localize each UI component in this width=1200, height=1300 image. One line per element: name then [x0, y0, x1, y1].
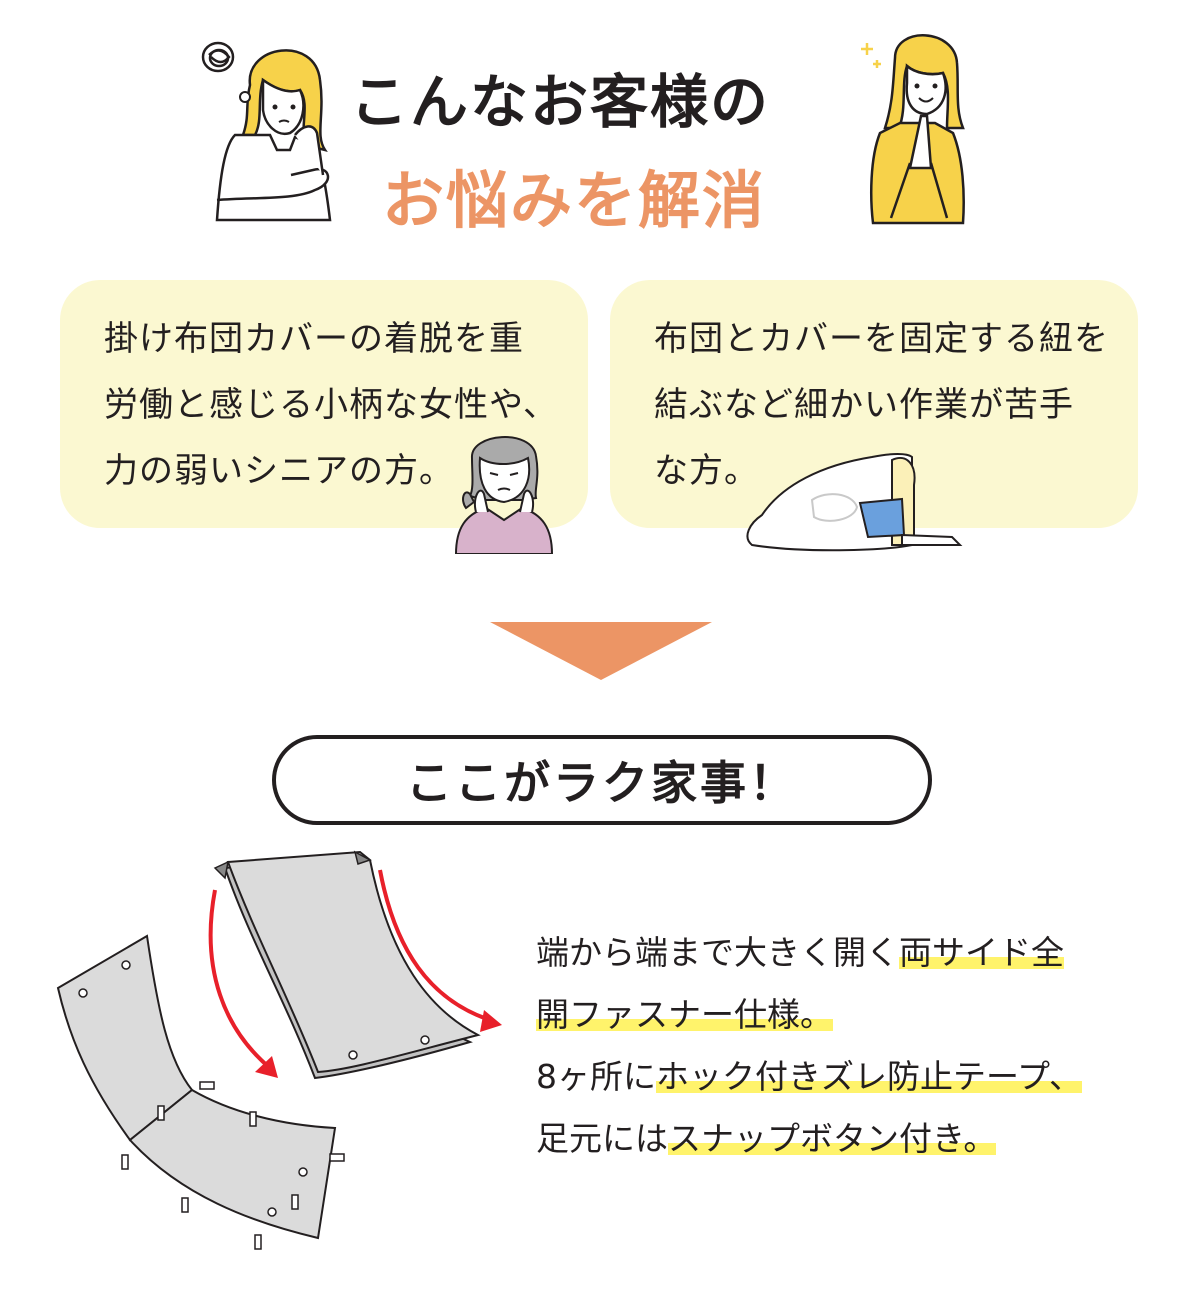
feature-line-4: 足元にはスナップボタン付き。	[536, 1108, 1082, 1170]
feature-description: 端から端まで大きく開く両サイド全 開ファスナー仕様。 8ヶ所にホック付きズレ防止…	[536, 922, 1083, 1170]
feature-text-plain: 8ヶ所に	[536, 1057, 656, 1096]
feature-text-plain: 端から端まで大きく開く	[536, 933, 899, 972]
struggling-person-icon	[742, 445, 967, 555]
card-line: 掛け布団カバーの着脱を重	[104, 319, 524, 359]
feature-text-plain: 足元には	[536, 1119, 668, 1158]
feature-line-1: 端から端まで大きく開く両サイド全	[536, 922, 1082, 984]
feature-highlight: スナップボタン付き。	[668, 1119, 997, 1158]
down-arrow-icon	[490, 622, 712, 680]
headline-line1: こんなお客様の	[350, 68, 771, 136]
happy-woman-icon	[855, 28, 975, 228]
feature-line-3: 8ヶ所にホック付きズレ防止テープ、	[536, 1046, 1083, 1108]
headline-line2: お悩みを解消	[382, 164, 767, 237]
card-line: 力の弱いシニアの方。	[104, 451, 454, 491]
duvet-cover-diagram	[50, 850, 510, 1260]
card-line: 布団とカバーを固定する紐を	[654, 319, 1109, 359]
easy-housework-banner: ここがラク家事！	[272, 735, 932, 825]
feature-highlight: 両サイド全	[899, 933, 1064, 972]
card-line: な方。	[654, 451, 759, 491]
feature-highlight: 開ファスナー仕様。	[536, 995, 833, 1034]
card-text: 掛け布団カバーの着脱を重 労働と感じる小柄な女性や、 力の弱いシニアの方。	[104, 306, 558, 504]
senior-woman-icon	[452, 428, 556, 554]
card-text: 布団とカバーを固定する紐を 結ぶなど細かい作業が苦手 な方。	[654, 306, 1109, 504]
card-line: 結ぶなど細かい作業が苦手	[654, 385, 1074, 425]
worried-woman-icon	[195, 25, 345, 225]
feature-line-2: 開ファスナー仕様。	[536, 984, 1082, 1046]
feature-highlight: ホック付きズレ防止テープ、	[656, 1057, 1083, 1096]
card-line: 労働と感じる小柄な女性や、	[104, 385, 558, 425]
